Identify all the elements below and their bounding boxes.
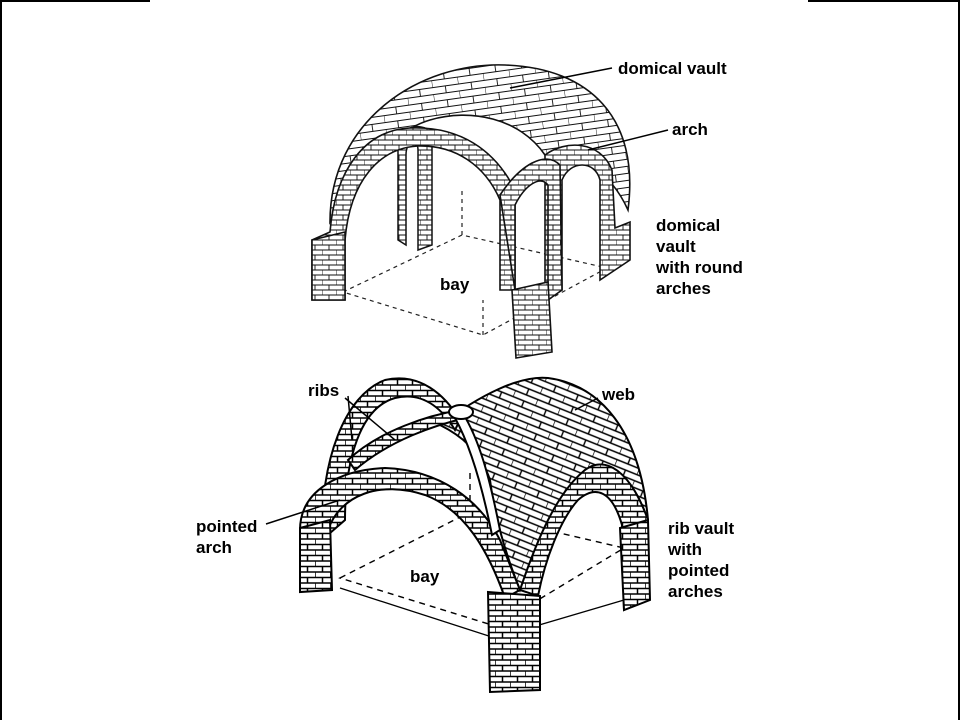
domical-vault-drawing — [311, 64, 669, 359]
arch-leader — [587, 129, 669, 151]
label-web: web — [602, 385, 636, 404]
ribs-leader-b — [347, 395, 353, 441]
dome-shell — [329, 64, 631, 225]
caption-domical-vault: domical vault with round arches — [656, 216, 743, 298]
left-pier — [311, 230, 346, 301]
back-pointed-arch — [320, 377, 462, 543]
pointed-arch-leader — [265, 499, 341, 525]
keystone-boss — [448, 404, 474, 420]
left-pier — [299, 518, 334, 594]
label-bay-top: bay — [440, 275, 470, 294]
ribs-leader-a — [344, 397, 396, 441]
frame-line-left — [0, 0, 2, 720]
rib-vault-drawing — [265, 376, 652, 694]
label-domical-vault: domical vault — [618, 59, 727, 78]
frame-line-top-right — [808, 0, 960, 2]
front-corner-pier — [486, 590, 541, 694]
web-leader — [574, 397, 599, 411]
left-front-arch — [311, 127, 516, 301]
label-arch: arch — [672, 120, 708, 139]
frame-line-right — [958, 0, 960, 720]
frame-line-top-left — [0, 0, 150, 2]
diagonal-rib-right — [453, 410, 502, 537]
front-corner-pier — [511, 281, 553, 359]
label-pointed-arch: pointed arch — [196, 517, 258, 557]
right-arch — [544, 144, 631, 302]
central-arch — [499, 158, 563, 302]
label-bay-bottom: bay — [410, 567, 440, 586]
domical-vault-leader — [509, 67, 613, 89]
caption-rib-vault: rib vault with pointed arches — [668, 519, 735, 601]
rear-right-pier — [618, 518, 652, 612]
label-ribs: ribs — [308, 381, 340, 400]
bay-floor-outline — [341, 190, 609, 336]
